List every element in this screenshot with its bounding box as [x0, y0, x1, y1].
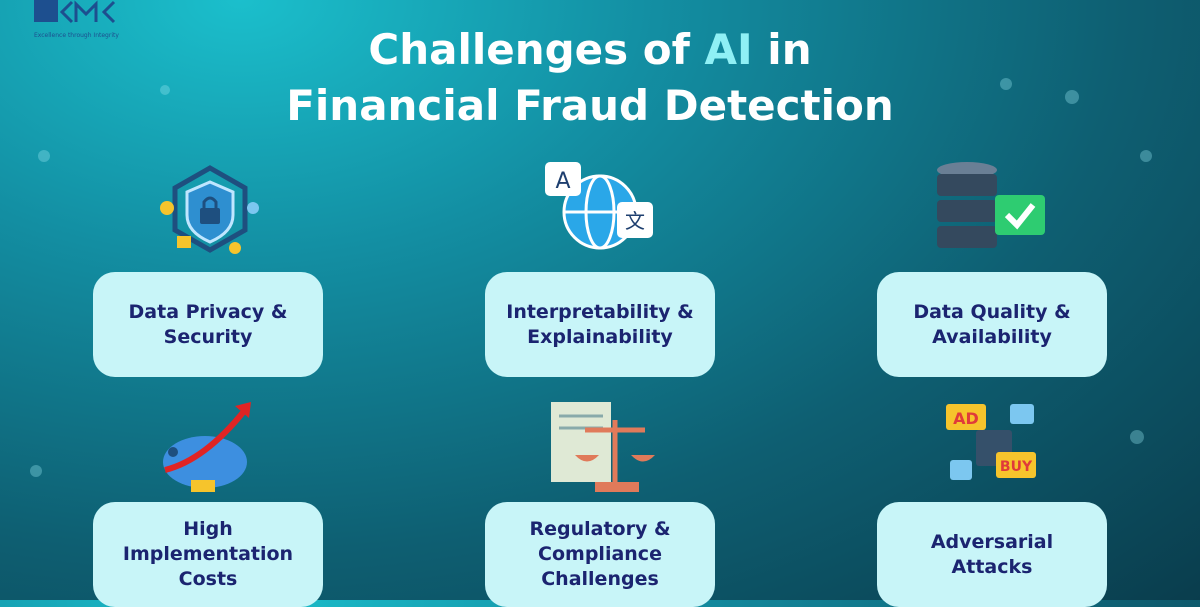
document-scales-icon — [551, 402, 655, 492]
card-label: High Implementation Costs — [122, 518, 294, 590]
card-label: Data Privacy & Security — [128, 300, 288, 348]
title-text: in — [752, 25, 812, 74]
database-check-icon — [937, 162, 1045, 248]
svg-text:BUY: BUY — [1000, 459, 1033, 475]
challenge-card-interpretability: Interpretability & Explainability — [485, 272, 715, 377]
card-label: Data Quality & Availability — [913, 300, 1071, 348]
challenge-card-regulatory: Regulatory & Compliance Challenges — [485, 502, 715, 607]
title-text: Challenges of — [368, 25, 705, 74]
globe-translate-icon: A 文 — [545, 162, 653, 250]
card-label: Interpretability & Explainability — [506, 300, 694, 348]
title-accent: AI — [704, 25, 753, 74]
kmk-logo-icon — [34, 0, 116, 24]
svg-text:AD: AD — [953, 409, 979, 428]
logo-tagline: Excellence through Integrity — [34, 32, 119, 39]
challenge-card-data-privacy: Data Privacy & Security — [93, 272, 323, 377]
card-label: Regulatory & Compliance Challenges — [529, 518, 671, 590]
challenge-card-implementation-costs: High Implementation Costs — [93, 502, 323, 607]
svg-text:文: 文 — [625, 209, 645, 233]
challenge-card-data-quality: Data Quality & Availability — [877, 272, 1107, 377]
page-title: Challenges of AI in Financial Fraud Dete… — [240, 22, 940, 134]
shield-lock-icon — [160, 165, 259, 254]
challenge-card-adversarial: Adversarial Attacks — [877, 502, 1107, 607]
piggy-bank-arrow-icon — [163, 402, 251, 492]
svg-text:A: A — [555, 169, 570, 194]
card-label: Adversarial Attacks — [930, 530, 1054, 578]
title-line2: Financial Fraud Detection — [286, 81, 894, 130]
ad-hacking-icon: AD BUY — [946, 404, 1036, 480]
